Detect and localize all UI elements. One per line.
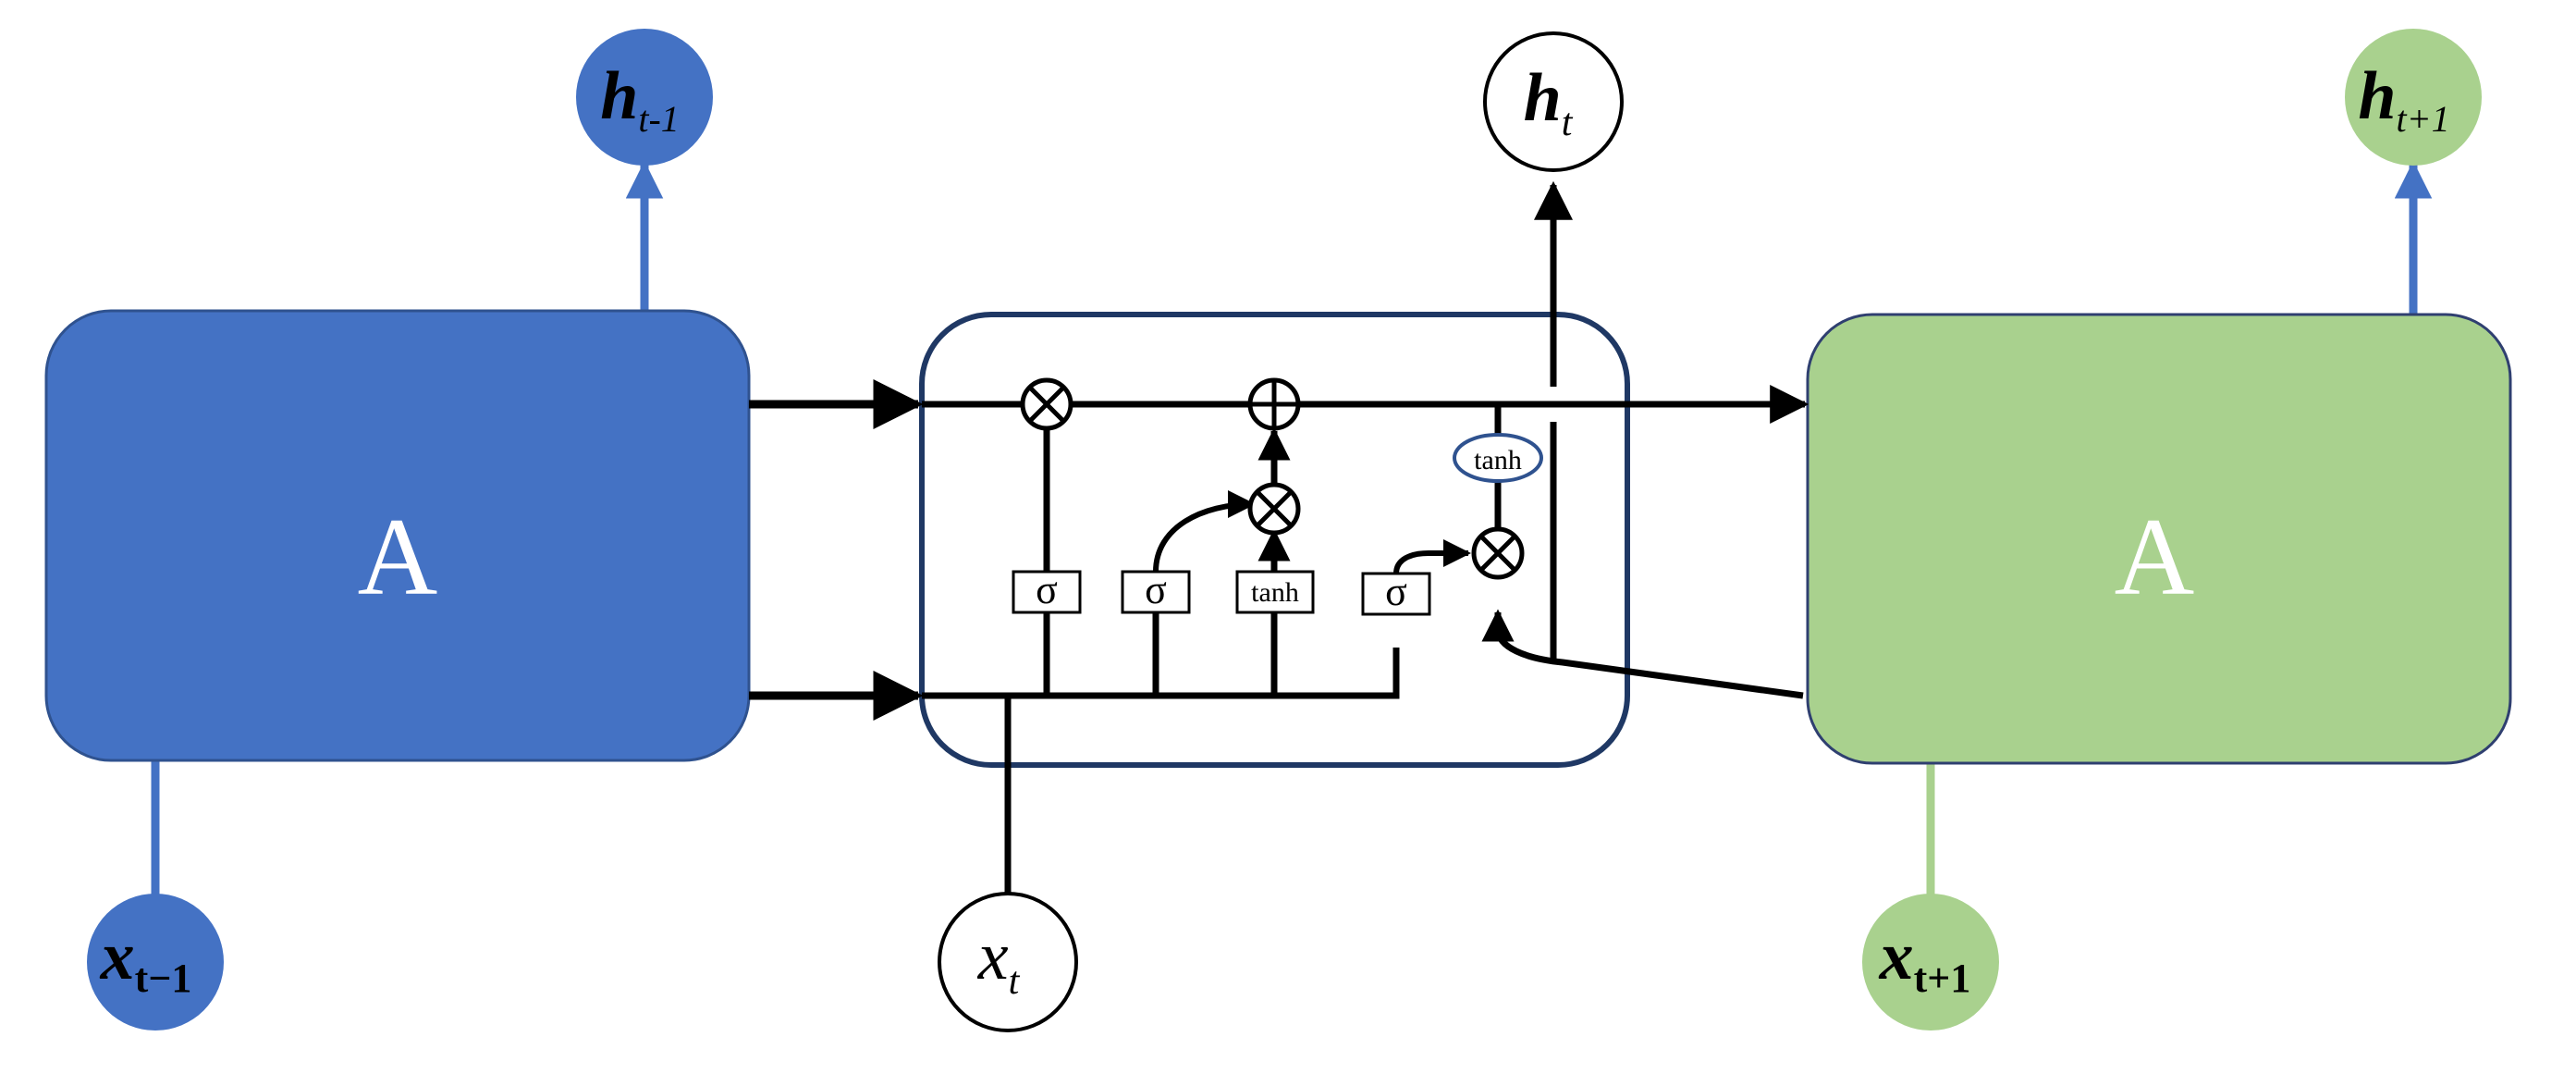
h-prev-node [576,29,713,166]
x-next-sub: t+1 [1914,956,1971,1001]
add-operator [1247,377,1301,431]
left-cell-label: A [358,495,438,618]
x-prev-label: xt−1 [100,919,192,1001]
h-cur-label: ht [1524,60,1574,144]
cell-tanh-label: tanh [1474,445,1522,475]
x-next-node [1862,894,1999,1030]
input-multiply-operator [1247,482,1301,536]
candidate-tanh-gate [1235,570,1315,614]
output-sigma-label: σ [1385,569,1407,614]
x-prev-sub: t−1 [135,956,192,1001]
x-cur-sub: t [1009,960,1021,1003]
forget-multiply-operator [1020,377,1073,431]
output-multiply-operator [1471,526,1525,580]
h-next-sub: t+1 [2397,98,2450,140]
candidate-tanh-label: tanh [1251,577,1299,608]
h-prev-base: h [600,58,638,134]
concat-bus-line [922,648,1400,699]
right-cell-label: A [2115,495,2195,618]
x-next-label: xt+1 [1879,919,1971,1001]
forget-sigma-label: σ [1036,567,1058,612]
h-next-node [2345,29,2482,166]
x-prev-base: x [100,919,135,994]
h-prev-sub: t-1 [638,98,679,140]
h-next-base: h [2358,58,2396,134]
input-sigma-label: σ [1145,567,1167,612]
h-prev-label: ht-1 [600,58,680,140]
h-cur-node [1483,31,1624,172]
x-cur-base: x [977,919,1009,994]
output-to-h-line [1481,609,1804,699]
x-cur-label: xt [977,919,1021,1003]
x-prev-node [87,894,224,1030]
forget-sigma-gate [1012,570,1082,614]
h-cur-sub: t [1562,102,1574,144]
output-gate-curve [1393,539,1471,574]
h-cur-base: h [1524,60,1562,136]
right-cell-box [1806,313,2512,765]
input-gate-curve [1153,490,1256,573]
x-cur-node [938,892,1078,1032]
x-next-base: x [1879,919,1914,994]
output-sigma-gate [1361,572,1431,616]
left-cell-box [44,309,751,762]
h-next-label: ht+1 [2358,58,2449,140]
cell-tanh-gate [1453,433,1543,483]
input-sigma-gate [1121,570,1191,614]
